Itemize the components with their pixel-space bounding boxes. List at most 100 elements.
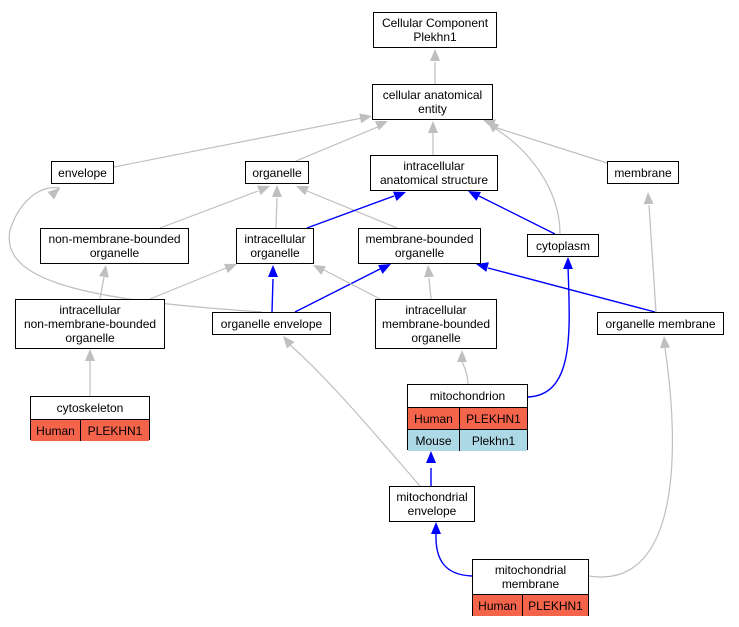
- node-label: envelope: [58, 165, 107, 180]
- node-title: mitochondrion: [408, 385, 527, 408]
- edge-oenv-io-arrowhead: [268, 265, 278, 277]
- gene-label: Plekhn1: [459, 430, 527, 451]
- edge-envelope-cae: [113, 117, 363, 168]
- mouse-annotation-row: Mouse Plekhn1: [408, 430, 527, 451]
- node-label: intracellular: [244, 232, 306, 246]
- node-label: membrane-bounded: [365, 232, 474, 246]
- node-title: cytoskeleton: [31, 397, 149, 420]
- gene-label: PLEKHN1: [459, 408, 527, 429]
- edge-menv-oenv-arrowhead: [283, 336, 295, 349]
- node-label: membrane: [501, 577, 560, 591]
- gene-label: PLEKHN1: [80, 420, 149, 441]
- edge-mbo-organelle-arrowhead: [296, 186, 309, 196]
- node-envelope[interactable]: envelope: [51, 161, 114, 184]
- edge-cytoplasm-cae-arrowhead: [487, 121, 500, 133]
- edge-cytoplasm-cae: [492, 126, 561, 235]
- edge-cyto-inmbo-arrowhead: [85, 349, 95, 361]
- node-label: Plekhn1: [413, 30, 457, 44]
- edge-inmbo-io: [149, 267, 227, 300]
- node-non-membrane-bounded-organelle[interactable]: non-membrane-bounded organelle: [40, 228, 189, 264]
- edge-menv-mito-arrowhead: [426, 451, 436, 463]
- human-annotation-row: Human PLEKHN1: [473, 595, 588, 616]
- node-label: Cellular Component: [381, 16, 489, 30]
- edge-inmbo-nmbo-arrowhead: [98, 265, 109, 278]
- node-mitochondrial-membrane[interactable]: mitochondrial membrane Human PLEKHN1: [472, 559, 589, 616]
- edge-membrane-cae: [493, 126, 608, 164]
- node-membrane[interactable]: membrane: [607, 161, 679, 184]
- edge-imbo-io-arrowhead: [313, 265, 326, 276]
- edge-mmem-menv: [435, 532, 473, 577]
- species-label: Human: [478, 598, 517, 613]
- node-membrane-bounded-organelle[interactable]: membrane-bounded organelle: [358, 228, 481, 264]
- species-label: Human: [414, 411, 453, 426]
- node-mitochondrial-envelope[interactable]: mitochondrial envelope: [389, 486, 475, 522]
- node-label: organelle: [394, 246, 445, 260]
- edge-cytoplasm-ias: [478, 195, 556, 235]
- edge-io-ias: [306, 195, 395, 229]
- node-label: intracellular: [59, 303, 121, 317]
- node-cellular-component[interactable]: Cellular Component Plekhn1: [373, 12, 497, 48]
- node-label: mitochondrial: [396, 490, 468, 504]
- node-label: organelle: [89, 246, 140, 260]
- edge-envelope-cae-arrowhead: [359, 113, 372, 124]
- edge-cytoplasm-ias-arrowhead: [468, 191, 481, 201]
- node-cellular-anatomical-entity[interactable]: cellular anatomical entity: [372, 84, 493, 120]
- node-label: non-membrane-bounded: [48, 232, 181, 246]
- edge-omem-membrane-arrowhead: [643, 192, 654, 205]
- edge-mito-imbo-arrowhead: [457, 350, 467, 362]
- edge-omem-mbo: [487, 267, 656, 313]
- node-label: cytoplasm: [535, 238, 591, 253]
- edge-oenv-mbo-arrowhead: [378, 264, 391, 274]
- edge-menv-oenv: [289, 344, 421, 487]
- node-label: organelle: [65, 331, 115, 345]
- node-label: organelle membrane: [605, 316, 716, 331]
- node-organelle[interactable]: organelle: [245, 161, 309, 184]
- node-label: non-membrane-bounded: [23, 317, 157, 331]
- node-label: anatomical structure: [379, 173, 489, 187]
- edge-mito-cytoplasm-arrowhead: [563, 257, 573, 269]
- node-label: membrane: [614, 165, 672, 180]
- species-label: Human: [36, 423, 75, 438]
- node-organelle-membrane[interactable]: organelle membrane: [597, 312, 724, 335]
- node-label: organelle envelope: [220, 316, 323, 331]
- node-label: mitochondrial: [494, 563, 567, 577]
- node-label: organelle: [411, 331, 461, 345]
- edge-io-ias-arrowhead: [393, 191, 406, 201]
- edge-mmem-omem-arrowhead: [660, 336, 671, 349]
- edge-mmem-omem: [588, 347, 673, 578]
- edge-omem-mbo-arrowhead: [476, 262, 489, 272]
- edge-oenv-envelope-arrowhead: [47, 188, 60, 200]
- species-label: Mouse: [415, 433, 452, 448]
- node-label: cellular anatomical: [382, 88, 483, 102]
- edge-organelle-cae-arrowhead: [375, 121, 388, 131]
- node-label: entity: [418, 102, 447, 116]
- node-intracellular-anatomical-structure[interactable]: intracellular anatomical structure: [370, 155, 498, 191]
- edge-mbo-organelle: [306, 190, 398, 229]
- node-intracellular-non-membrane-bounded-organelle[interactable]: intracellular non-membrane-bounded organ…: [15, 299, 165, 349]
- edge-organelle-cae: [295, 125, 381, 162]
- edge-io-organelle-arrowhead: [272, 185, 282, 197]
- edge-nmbo-organelle: [159, 190, 259, 229]
- node-intracellular-organelle[interactable]: intracellular organelle: [236, 228, 314, 264]
- node-cytoskeleton[interactable]: cytoskeleton Human PLEKHN1: [30, 396, 150, 441]
- edge-mito-cytoplasm: [527, 265, 570, 398]
- node-label: organelle: [250, 246, 300, 260]
- edge-io-organelle: [275, 197, 278, 229]
- edge-cae-root-arrowhead: [430, 49, 440, 61]
- edge-omem-membrane: [648, 204, 657, 313]
- edge-oenv-mbo: [294, 268, 381, 313]
- node-intracellular-membrane-bounded-organelle[interactable]: intracellular membrane-bounded organelle: [375, 299, 497, 349]
- edge-nmbo-organelle-arrowhead: [257, 185, 270, 195]
- node-label: envelope: [407, 504, 457, 518]
- node-cytoplasm[interactable]: cytoplasm: [527, 234, 599, 257]
- node-label: intracellular: [403, 159, 465, 173]
- edge-imbo-io: [323, 269, 381, 300]
- node-organelle-envelope[interactable]: organelle envelope: [212, 312, 331, 335]
- node-label: intracellular: [405, 303, 467, 317]
- edge-mmem-menv-arrowhead: [431, 522, 441, 534]
- node-label: organelle: [252, 165, 302, 180]
- node-mitochondrion[interactable]: mitochondrion Human PLEKHN1 Mouse Plekhn…: [407, 384, 528, 451]
- node-title: mitochondrial membrane: [473, 560, 588, 595]
- human-annotation-row: Human PLEKHN1: [408, 408, 527, 430]
- edge-ias-cae-arrowhead: [428, 121, 438, 133]
